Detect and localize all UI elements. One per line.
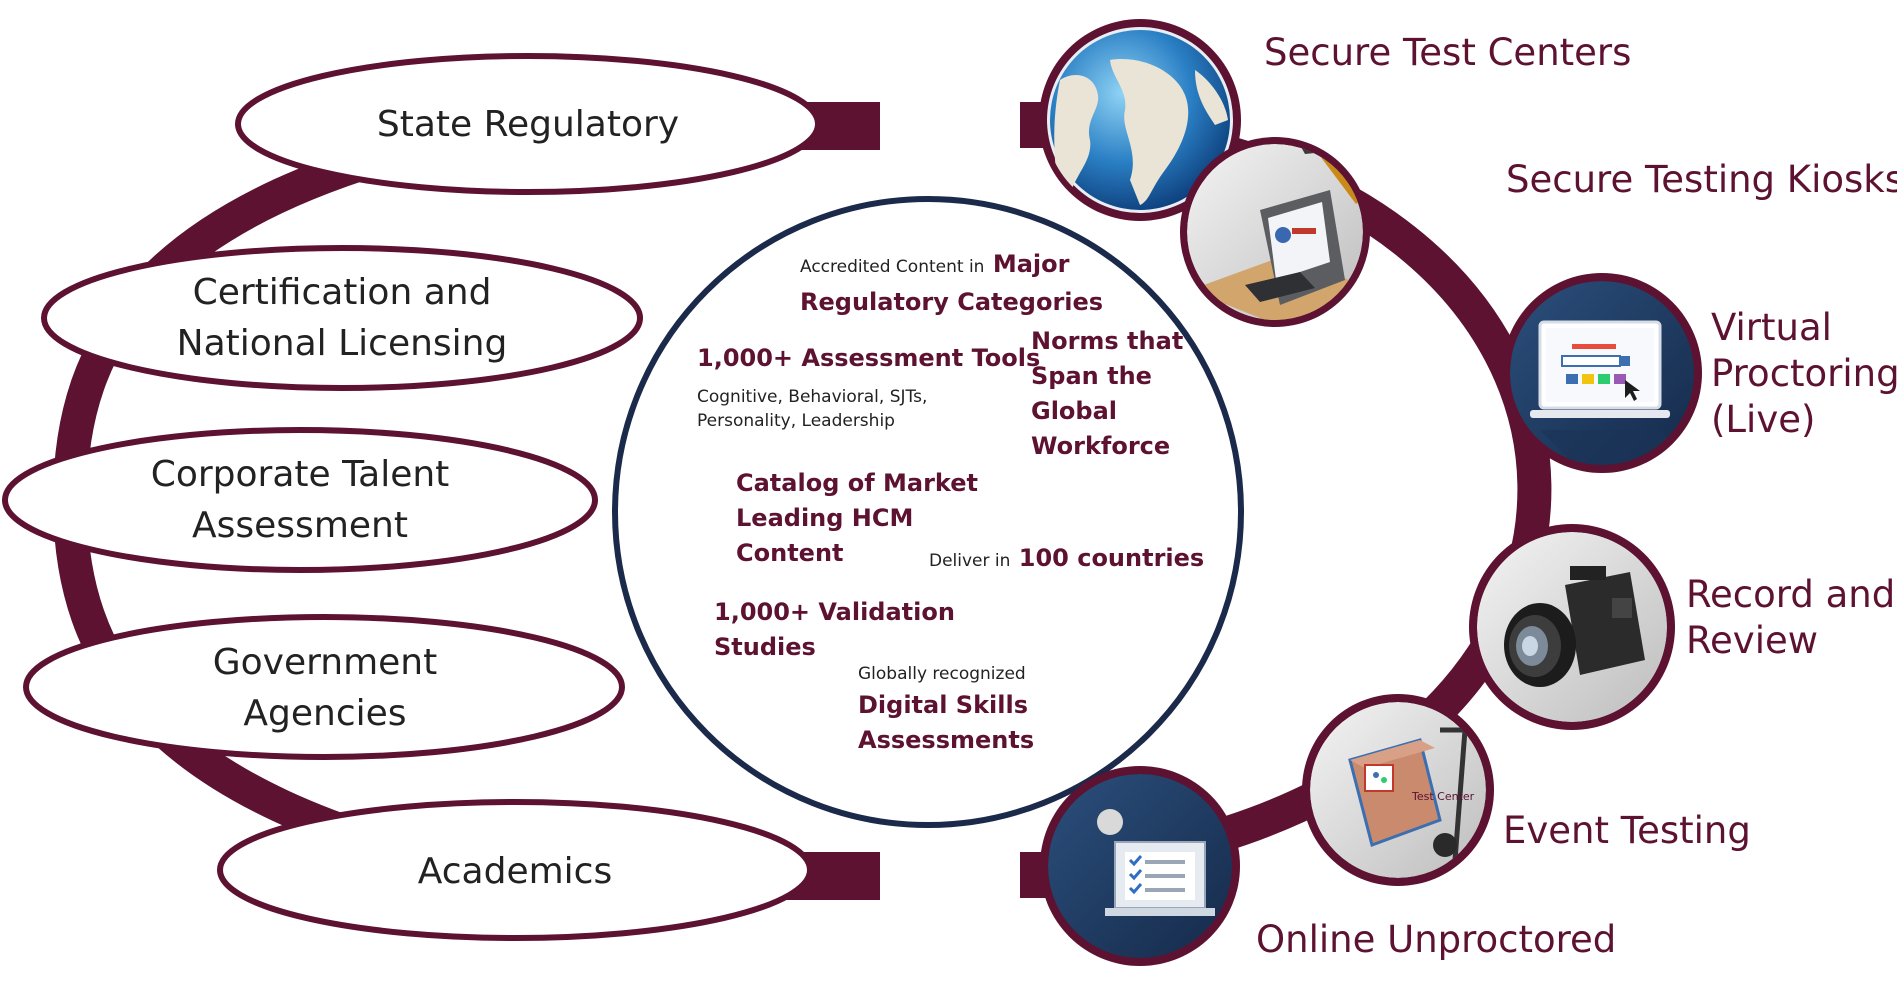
virtual-proctoring-line1: Virtual [1711,306,1832,349]
record-review-line2: Review [1686,619,1819,662]
assessment-tools-sub: Cognitive, Behavioral, SJTs, Personality… [697,385,927,433]
ellipse-corporate [2,427,598,573]
label-event-testing: Event Testing [1503,809,1751,852]
label-secure-test-centers: Secure Test Centers [1264,31,1632,74]
laptop-icon [1502,273,1702,473]
virtual-proctoring-line2: Proctoring [1711,352,1897,395]
hcm-catalog: Catalog of Market Leading HCM Content [736,466,978,571]
ellipse-academics [217,799,813,941]
hcm-catalog-line2: Leading HCM [736,504,914,532]
global-norms: Norms that Span the Global Workforce [1031,324,1183,464]
ellipse-certification [41,245,643,391]
hand-truck-icon: Test Center [1302,694,1494,886]
label-academics: Academics [360,846,670,897]
deliver-countries: Deliver in 100 countries [929,541,1204,579]
validation-line1: 1,000+ Validation [714,598,955,626]
ellipse-state-regulatory [235,53,821,195]
label-secure-testing-kiosks: Secure Testing Kiosks [1506,158,1897,201]
label-academics-line1: Academics [417,851,613,892]
label-state-regulatory: State Regulatory [348,99,708,150]
global-norms-line3: Global [1031,397,1118,425]
global-norms-line2: Span the [1031,362,1152,390]
virtual-proctoring-line3: (Live) [1711,398,1816,441]
hcm-catalog-line3: Content [736,539,844,567]
global-norms-line1: Norms that [1031,327,1184,355]
digital-skills: Digital Skills Assessments [858,688,1034,758]
label-certification: Certification and National Licensing [112,267,572,369]
globe-icon [1039,19,1241,221]
label-government-line2: Agencies [243,693,407,734]
accredited-content: Accredited Content in Major Regulatory C… [800,247,1103,320]
box-label-icon-text: Test Center [1411,790,1475,803]
hcm-catalog-line1: Catalog of Market [736,469,978,497]
digital-skills-line2: Assessments [858,726,1035,754]
digital-skills-sub: Globally recognized [858,664,1026,684]
validation-line2: Studies [714,633,816,661]
label-certification-line2: National Licensing [176,323,508,364]
record-review-line1: Record and [1686,573,1896,616]
accredited-major: Major [992,250,1070,278]
label-government-line1: Government [212,642,438,683]
label-corporate: Corporate Talent Assessment [85,449,515,551]
camera-icon [1469,524,1675,730]
ellipse-government [23,614,625,760]
label-government: Government Agencies [110,637,540,739]
deliver-prefix: Deliver in [929,551,1011,571]
label-state-regulatory-line1: State Regulatory [376,104,680,145]
assessment-tools-title: 1,000+ Assessment Tools [697,344,1041,372]
assessment-tools-sub2: Personality, Leadership [697,411,895,431]
label-corporate-line1: Corporate Talent [150,454,450,495]
accredited-line2: Regulatory Categories [800,288,1104,316]
label-record-review: Record and Review [1686,572,1895,664]
assessment-tools-sub1: Cognitive, Behavioral, SJTs, [697,387,928,407]
label-online-unproctored: Online Unproctored [1256,918,1617,961]
global-norms-line4: Workforce [1031,432,1171,460]
validation-studies: 1,000+ Validation Studies [714,595,955,665]
deliver-bold: 100 countries [1018,544,1205,572]
center-circle [612,196,1244,828]
label-corporate-line2: Assessment [192,505,408,546]
label-virtual-proctoring: Virtual Proctoring (Live) [1711,305,1897,443]
kiosk-icon [1180,137,1370,327]
digital-skills-line1: Digital Skills [858,691,1029,719]
label-certification-line1: Certification and [192,272,492,313]
accredited-prefix: Accredited Content in [800,257,985,277]
checklist-laptop-icon [1040,766,1240,966]
